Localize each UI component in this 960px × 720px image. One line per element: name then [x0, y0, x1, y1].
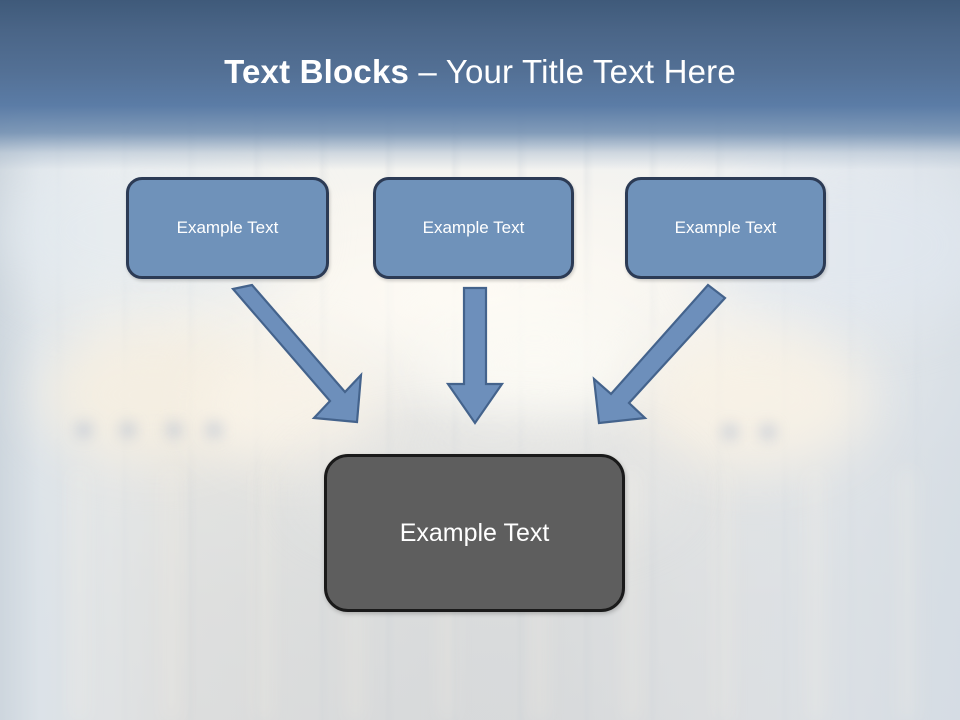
background-blur-dot — [760, 424, 776, 440]
text-block-1-label: Example Text — [176, 218, 279, 237]
result-text-block-label: Example Text — [399, 518, 550, 547]
title-band — [0, 0, 960, 170]
text-block-1[interactable]: Example Text — [126, 177, 329, 279]
page-title: Text Blocks – Your Title Text Here — [0, 52, 960, 92]
text-block-3-label: Example Text — [674, 218, 777, 237]
text-block-3[interactable]: Example Text — [625, 177, 826, 279]
page-title-light: Your Title Text Here — [445, 53, 736, 90]
page-title-separator: – — [409, 53, 446, 90]
background-blur-dot — [76, 422, 92, 438]
page-title-bold: Text Blocks — [224, 53, 410, 90]
text-block-2-label: Example Text — [422, 218, 525, 237]
text-block-2[interactable]: Example Text — [373, 177, 574, 279]
background-blur-dot — [722, 424, 738, 440]
background-blur-dot — [120, 422, 136, 438]
result-text-block[interactable]: Example Text — [324, 454, 625, 612]
background-blur-dot — [166, 422, 182, 438]
background-blur-dot — [206, 422, 222, 438]
